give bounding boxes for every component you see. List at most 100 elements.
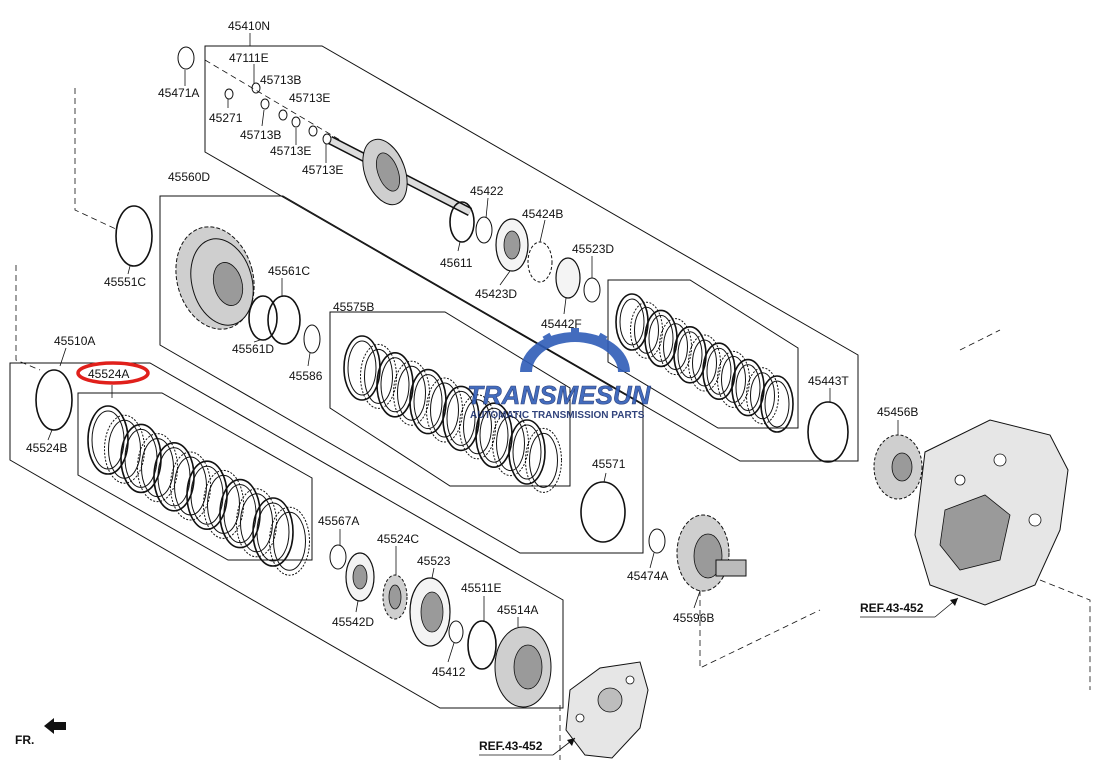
clutch-plate-inner	[496, 416, 525, 472]
label-45423D: 45423D	[475, 287, 517, 301]
watermark-brand: TRANSMESUN	[467, 380, 652, 410]
clutch-plate	[87, 405, 129, 475]
clutch-plate-inner	[529, 432, 558, 488]
ref-bottom: REF.43-452	[479, 737, 576, 756]
clutch-plate	[459, 394, 496, 460]
label-45567A: 45567A	[318, 514, 359, 528]
clutch-plate-inner	[397, 365, 426, 421]
bearing-45524C	[382, 574, 408, 620]
label-45271: 45271	[209, 111, 243, 125]
clutch-plate-inner	[750, 372, 775, 420]
watermark-tagline: AUTOMATIC TRANSMISSION PARTS	[470, 410, 645, 421]
dash-line-right-case	[959, 329, 1001, 351]
clutch-plate-inner	[692, 339, 717, 387]
label-45511E: 45511E	[461, 581, 501, 595]
clutch-plate	[203, 469, 244, 539]
clutch-plate-inner	[619, 298, 645, 346]
snap-ring-45561D	[248, 295, 278, 341]
label-45575B: 45575B	[333, 300, 374, 314]
label-45713B-2: 45713B	[240, 128, 281, 142]
clutch-plate-inner	[634, 306, 659, 354]
clutch-plate	[717, 350, 750, 408]
clutch-plate	[508, 419, 546, 485]
ring-45474A	[648, 528, 666, 554]
gear-shaft-45596B	[676, 514, 747, 592]
clutch-plate-inner	[721, 355, 746, 403]
subgroup-box-clutch-pack-middle	[329, 311, 571, 487]
clutch-plate	[492, 411, 529, 477]
label-45611: 45611	[440, 256, 473, 270]
clutch-plate-inner	[413, 374, 443, 430]
label-45523D: 45523D	[572, 242, 614, 256]
clutch-plate-inner	[256, 502, 290, 562]
clutch-plate-inner	[207, 474, 240, 534]
label-45596B: 45596B	[673, 611, 714, 625]
label-45456B: 45456B	[877, 405, 918, 419]
bearing-45542D	[345, 552, 375, 602]
ring-45567A	[329, 544, 347, 570]
clutch-plate-inner	[364, 348, 393, 404]
clutch-plate	[746, 367, 779, 425]
ring-45586	[303, 324, 321, 354]
label-45514A: 45514A	[497, 603, 538, 617]
clutch-plate	[630, 301, 663, 359]
part-labels: 45410N 47111E 45713B 45713E 45471A 45271…	[26, 19, 918, 679]
snap-ring-45524B	[35, 369, 73, 431]
clutch-plate	[137, 433, 178, 503]
clutch-plate	[426, 377, 463, 443]
group-box-45560D	[159, 195, 644, 554]
clutch-plate-inner	[648, 314, 674, 362]
front-arrow-icon	[44, 718, 66, 734]
snap-ring-45571	[580, 481, 626, 543]
snap-ring-45443T	[807, 401, 849, 463]
label-45561C: 45561C	[268, 264, 310, 278]
label-45523: 45523	[417, 554, 451, 568]
clutch-plate	[360, 343, 397, 409]
label-45571: 45571	[592, 457, 626, 471]
dash-line-far-right	[1039, 579, 1091, 690]
label-45560D: 45560D	[168, 170, 210, 184]
label-45542D: 45542D	[332, 615, 374, 629]
clutch-plate-inner	[463, 399, 492, 455]
clutch-plate-inner	[190, 465, 224, 525]
clutch-plate	[186, 460, 228, 531]
ring-45511E	[467, 620, 497, 670]
transmission-cover-bottom	[565, 661, 649, 759]
clutch-plates-middle-pack	[343, 335, 562, 493]
ref-right: REF.43-452	[860, 597, 959, 618]
clutch-plate-inner	[512, 424, 542, 480]
label-45442F: 45442F	[541, 317, 582, 331]
clutch-plate	[525, 427, 562, 493]
label-45551C: 45551C	[104, 275, 146, 289]
clutch-plate	[170, 451, 211, 521]
clutch-plate	[688, 334, 721, 392]
clutch-plate	[219, 478, 261, 549]
clutch-plate-inner	[479, 407, 509, 463]
watermark-logo: TRANSMESUN AUTOMATIC TRANSMISSION PARTS	[467, 328, 652, 421]
label-45524C: 45524C	[377, 532, 419, 546]
clutch-plate-inner	[223, 484, 257, 544]
clutch-plate	[760, 375, 794, 433]
piston-45523	[409, 577, 451, 647]
clutch-plate	[153, 441, 195, 512]
clutch-plates-lower-pack	[87, 405, 310, 576]
clutch-hub-45514A	[494, 626, 552, 708]
clutch-plate	[236, 488, 277, 558]
label-45510A: 45510A	[54, 334, 95, 348]
group-box-45510A	[9, 362, 564, 709]
clutch-plate-inner	[124, 428, 158, 488]
label-45424B: 45424B	[522, 207, 563, 221]
clutch-plates-upper-pack	[615, 293, 794, 433]
clutch-plate-inner	[764, 380, 790, 428]
label-45474A: 45474A	[627, 569, 668, 583]
label-45713E-1: 45713E	[289, 91, 330, 105]
label-45713E-2: 45713E	[270, 144, 311, 158]
input-shaft-45410N	[327, 135, 473, 217]
dash-line-shaft-upper	[204, 59, 341, 141]
clutch-plate-inner	[108, 419, 141, 479]
dash-line-left-lower	[15, 265, 41, 371]
label-45412: 45412	[432, 665, 466, 679]
clutch-plate	[104, 414, 145, 484]
upper-row-rings	[449, 201, 601, 303]
